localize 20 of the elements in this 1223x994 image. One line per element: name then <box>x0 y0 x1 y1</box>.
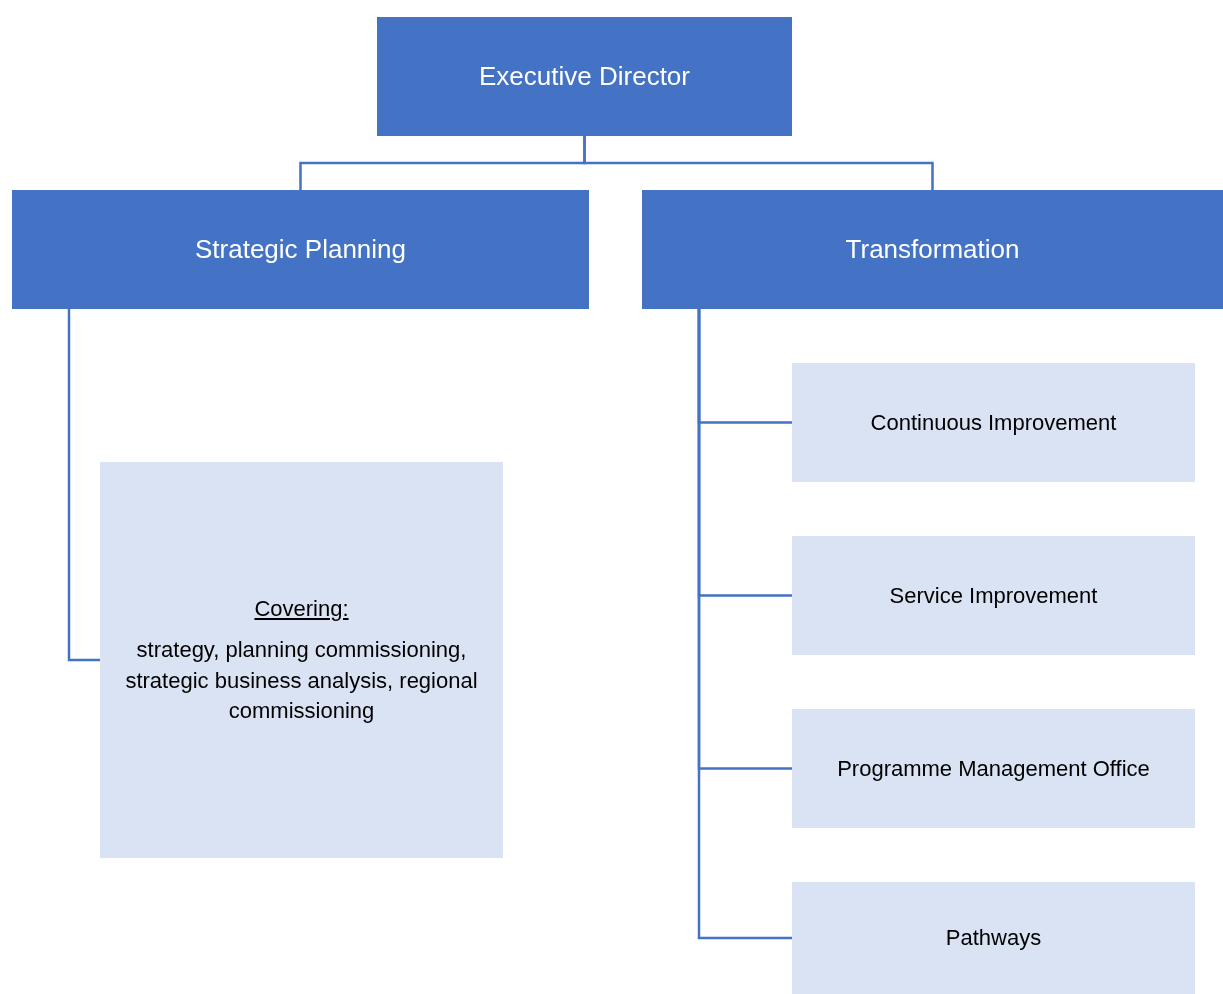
description: strategy, planning commissioning, strategic business analysis, regional commissioning <box>124 635 479 726</box>
unit-box <box>792 536 1195 655</box>
box-label: Continuous Improvement <box>870 408 1117 437</box>
department-box <box>642 190 1223 309</box>
connector-line <box>697 309 792 940</box>
box-label: Pathways <box>945 924 1042 953</box>
unit-box <box>792 882 1195 994</box>
unit-box <box>792 709 1195 828</box>
unit-box <box>792 363 1195 482</box>
connector-line <box>583 136 934 190</box>
box-label: Transformation <box>845 232 1020 266</box>
unit-box <box>100 462 503 858</box>
box-label: Executive Director <box>479 59 690 93</box>
connector-line <box>67 309 100 662</box>
heading: Covering: <box>254 594 349 623</box>
box-label: Strategic Planning <box>195 232 406 266</box>
department-box <box>377 17 792 136</box>
department-box <box>12 190 589 309</box>
box-label: Programme Management Office <box>837 754 1150 783</box>
box-label: Service Improvement <box>889 581 1098 610</box>
